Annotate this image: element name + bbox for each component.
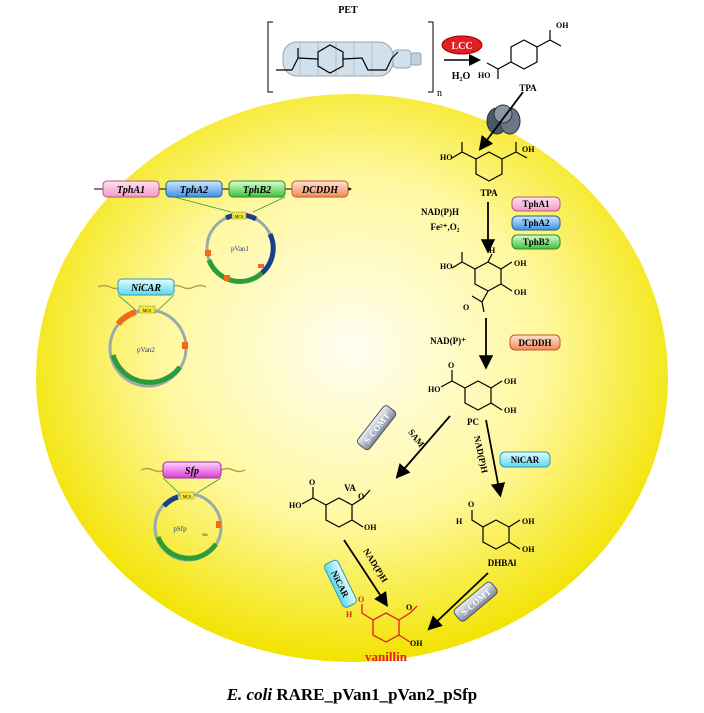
cofactor-nadph: NAD(P)H bbox=[421, 207, 459, 217]
svg-text:MCS: MCS bbox=[143, 308, 151, 313]
svg-text:TphA2: TphA2 bbox=[522, 218, 550, 228]
svg-text:Ori: Ori bbox=[202, 532, 208, 537]
tpa-top-ho: HO bbox=[478, 71, 490, 80]
pc-label: PC bbox=[467, 417, 479, 427]
svg-text:MCS: MCS bbox=[235, 214, 243, 219]
svg-text:pVan1: pVan1 bbox=[231, 245, 249, 253]
pc-structure bbox=[440, 370, 503, 411]
gene-tpha1: TphA1 bbox=[102, 180, 160, 198]
dhbal-h: H bbox=[456, 517, 463, 526]
dhbal-oh1: OH bbox=[522, 517, 535, 526]
dhbal-to-vanillin-arrow bbox=[427, 572, 489, 631]
va-label: VA bbox=[344, 483, 356, 493]
vanillin-label: vanillin bbox=[365, 649, 408, 664]
lcc-enzyme-badge: LCC bbox=[441, 35, 483, 55]
plasmid-pvan2: MCS pVan2 bbox=[108, 305, 188, 388]
cofactor-fe-o2: Fe²⁺,O₂ bbox=[431, 222, 460, 232]
plasmid-psfp: MCS pSfp Ori bbox=[153, 491, 223, 562]
pet-subscript-n: n bbox=[437, 88, 442, 99]
nicar-right-arrow bbox=[485, 419, 506, 498]
va-ho: HO bbox=[289, 501, 301, 510]
cofactor-nadp: NAD(P)⁺ bbox=[430, 336, 466, 346]
transporter-icon bbox=[486, 104, 521, 135]
psfp-dna-strand bbox=[140, 467, 246, 473]
diol-h: H bbox=[489, 246, 496, 255]
vanillin-h: H bbox=[346, 610, 353, 619]
svg-text:LCC: LCC bbox=[451, 41, 472, 52]
svg-text:NiCAR: NiCAR bbox=[130, 283, 161, 294]
water-label: H₂O bbox=[452, 71, 471, 82]
vanillin-o2: O bbox=[406, 603, 412, 612]
diol-oh2: OH bbox=[514, 288, 527, 297]
tpa-structure-top bbox=[486, 30, 562, 79]
diol-o: O bbox=[463, 303, 469, 312]
svg-text:DCDDH: DCDDH bbox=[301, 185, 339, 196]
uptake-arrow bbox=[478, 91, 524, 151]
svg-text:NiCAR: NiCAR bbox=[511, 455, 540, 465]
svg-text:pVan2: pVan2 bbox=[137, 346, 155, 354]
tpa-structure-cell bbox=[451, 142, 528, 182]
pet-bracket bbox=[267, 21, 434, 93]
pet-monomer-structure bbox=[276, 44, 399, 74]
tpa-top-label: TPA bbox=[519, 83, 537, 93]
enzyme-tpha1-badge: TphA1 bbox=[511, 196, 561, 212]
svg-text:TphA1: TphA1 bbox=[117, 185, 145, 196]
enzyme-tphb2-badge: TphB2 bbox=[511, 234, 561, 250]
enzyme-dcddh-badge: DCDDH bbox=[509, 334, 561, 351]
va-oh: OH bbox=[364, 523, 377, 532]
svg-text:TphB2: TphB2 bbox=[523, 237, 550, 247]
va-structure bbox=[301, 487, 371, 528]
figure-caption: E. coli RARE_pVan1_pVan2_pSfp bbox=[226, 685, 478, 704]
svg-text:TphA1: TphA1 bbox=[522, 199, 550, 209]
gene-sfp: Sfp bbox=[162, 461, 222, 479]
tpa-cell-ho: HO bbox=[440, 153, 452, 162]
vanillin-oh: OH bbox=[410, 639, 423, 648]
gene-nicar: NiCAR bbox=[117, 278, 175, 296]
svg-text:pSfp: pSfp bbox=[173, 525, 187, 533]
va-to-vanillin-arrow bbox=[343, 539, 388, 608]
va-o2: O bbox=[358, 492, 364, 501]
pc-oh1: OH bbox=[504, 377, 517, 386]
gene-dcddh: DCDDH bbox=[291, 180, 349, 198]
svg-text:TphA2: TphA2 bbox=[180, 185, 208, 196]
enzyme-nicar-right-badge: NiCAR bbox=[499, 451, 551, 468]
dhbal-structure bbox=[471, 510, 521, 550]
pc-o: O bbox=[448, 361, 454, 370]
gene-tphb2: TphB2 bbox=[228, 180, 286, 198]
svg-text:DCDDH: DCDDH bbox=[519, 338, 552, 348]
plasmid-pvan1: MCS pVan1 bbox=[205, 211, 276, 284]
psfp-insert-lines bbox=[162, 477, 222, 494]
pc-ho: HO bbox=[428, 385, 440, 394]
pc-oh2: OH bbox=[504, 406, 517, 415]
tpa-cell-oh: OH bbox=[522, 145, 535, 154]
pet-title: PET bbox=[338, 5, 358, 16]
tpa-cell-label: TPA bbox=[480, 188, 498, 198]
va-o: O bbox=[309, 478, 315, 487]
operon-insert-lines bbox=[173, 196, 286, 213]
dhbal-oh2: OH bbox=[522, 545, 535, 554]
dhbal-label: DHBAl bbox=[488, 558, 517, 568]
caption-rest: RARE_pVan1_pVan2_pSfp bbox=[272, 685, 477, 704]
gene-tpha2: TphA2 bbox=[165, 180, 223, 198]
vanillin-o: O bbox=[358, 595, 364, 604]
scomt-arrow bbox=[395, 415, 451, 479]
dhbal-o: O bbox=[468, 500, 474, 509]
diol-oh1: OH bbox=[514, 259, 527, 268]
diol-intermediate-structure bbox=[451, 252, 513, 313]
vanillin-structure bbox=[361, 604, 418, 643]
svg-text:MCS: MCS bbox=[183, 494, 191, 499]
caption-italic: E. coli bbox=[226, 685, 273, 704]
enzyme-tpha2-badge: TphA2 bbox=[511, 215, 561, 231]
tpa-top-oh1: OH bbox=[556, 21, 569, 30]
cell-body bbox=[36, 94, 668, 662]
svg-text:TphB2: TphB2 bbox=[243, 185, 271, 196]
svg-text:Sfp: Sfp bbox=[185, 466, 199, 477]
diol-ho: HO bbox=[440, 262, 452, 271]
